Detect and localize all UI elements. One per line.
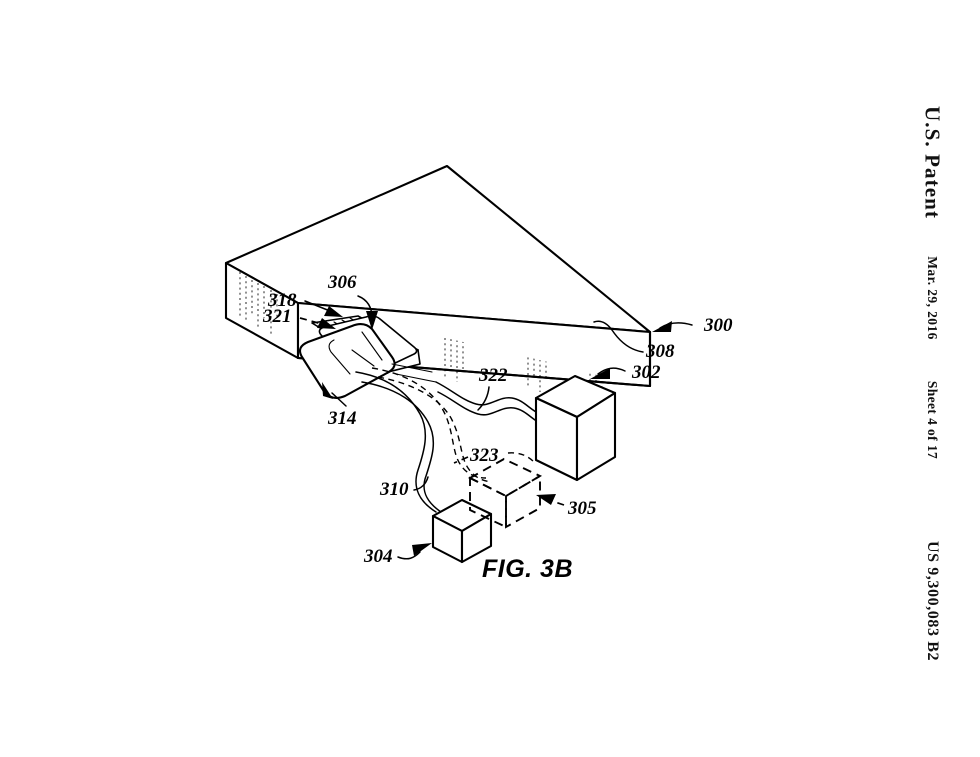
cable-strand-inner [361, 381, 445, 515]
ref-label-300: 300 [703, 315, 733, 336]
callout-314: 314 [322, 382, 357, 429]
callout-305: 305 [536, 494, 597, 519]
leader-322 [477, 386, 490, 411]
connector-seam-2 [361, 331, 383, 361]
cube305-left [469, 476, 507, 529]
ref-label-304: 304 [363, 546, 393, 567]
leader-302 [597, 367, 626, 375]
arrowhead-300 [652, 321, 672, 332]
ref-label-310: 310 [379, 479, 409, 500]
leader-310 [413, 476, 429, 491]
leader-318 [304, 300, 331, 312]
module-cube-right [534, 374, 617, 482]
arrowhead-304 [412, 543, 432, 556]
ref-label-314: 314 [327, 408, 357, 429]
arrowhead-306 [366, 311, 378, 330]
callout-302: 302 [590, 362, 661, 383]
ref-label-323: 323 [469, 445, 499, 466]
leader-321 [299, 317, 323, 325]
ref-label-318: 318 [267, 290, 297, 311]
ref-label-305: 305 [567, 498, 597, 519]
ref-label-322: 322 [478, 365, 508, 386]
arrowhead-305 [536, 494, 556, 505]
wire-to-module-322 [435, 381, 543, 425]
wire-322-strand-a [435, 381, 541, 415]
hidden-cable-323-a [371, 367, 487, 479]
callout-323: 323 [453, 445, 535, 466]
cable-under-slab-b [395, 373, 437, 383]
connector-seam-3 [351, 349, 375, 367]
leader-323-tail [507, 452, 535, 463]
hidden-cable-323-b [377, 376, 493, 483]
arrowhead-302 [590, 368, 610, 379]
ref-label-308: 308 [645, 341, 675, 362]
ref-label-306: 306 [327, 272, 357, 293]
callout-321: 321 [262, 306, 336, 329]
leader-308 [593, 320, 644, 353]
connector-seam [328, 339, 351, 375]
arrowhead-318 [324, 306, 343, 317]
callout-300: 300 [652, 315, 733, 336]
callout-308: 308 [593, 320, 675, 362]
slab-left-face-shading [239, 272, 278, 334]
cable-strand-outer [355, 371, 437, 513]
leader-314 [331, 392, 347, 407]
callout-304: 304 [363, 543, 432, 567]
arrowhead-314 [322, 382, 333, 399]
cable-bundle [355, 363, 493, 515]
cube302-right [575, 391, 617, 482]
callout-322: 322 [477, 365, 508, 411]
cube305-right [505, 474, 541, 529]
cable-under-slab-a [391, 363, 433, 373]
connector-block [298, 315, 418, 399]
ref-label-302: 302 [631, 362, 661, 383]
callout-310: 310 [379, 476, 429, 500]
callout-306: 306 [327, 272, 378, 330]
ref-label-321: 321 [262, 306, 292, 327]
wire-322-strand-b [437, 391, 543, 425]
callout-318: 318 [267, 290, 343, 317]
leader-305 [551, 500, 565, 506]
leader-323 [453, 456, 469, 464]
arrowhead-321 [317, 318, 336, 329]
cube305-top [467, 457, 543, 498]
leader-304 [397, 551, 421, 560]
module-cube-lower [431, 498, 493, 564]
slab-housing [224, 164, 652, 398]
cube304-right [460, 512, 493, 564]
module-cube-phantom [467, 457, 543, 529]
figure-caption: FIG. 3B [482, 555, 573, 583]
